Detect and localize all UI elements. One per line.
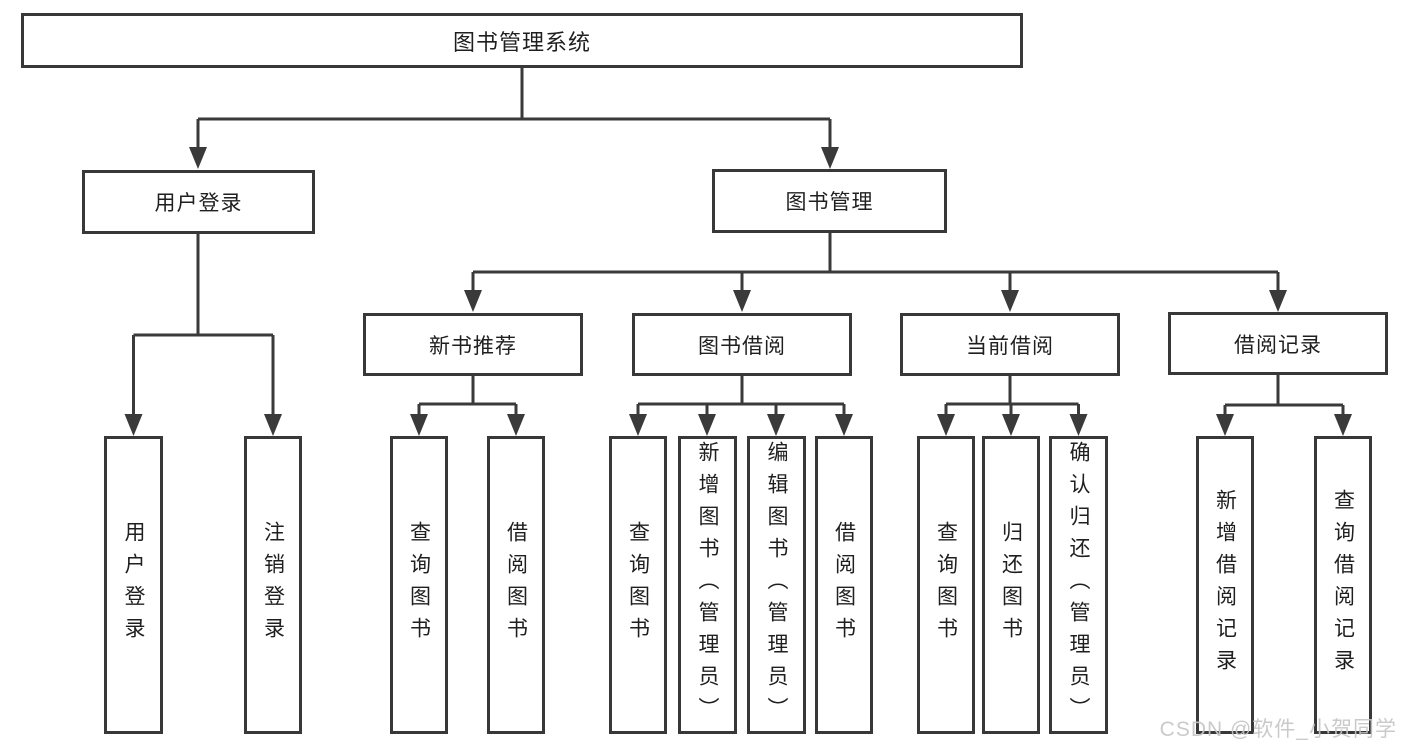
leaf-query-borrow-record: 查询借阅记录: [1314, 436, 1372, 734]
node-book-management: 图书管理: [712, 169, 947, 233]
node-label: 图书借阅: [698, 334, 786, 358]
node-label: 借阅图书: [504, 521, 528, 649]
leaf-confirm-return-admin: 确认归还（管理员）: [1049, 436, 1108, 734]
node-current-borrowing: 当前借阅: [900, 313, 1120, 376]
leaf-query-books: 查询图书: [917, 436, 975, 734]
node-label: 注销登录: [261, 521, 285, 649]
node-label: 用户登录: [154, 192, 243, 215]
arrowheads: [124, 147, 1352, 436]
leaf-borrow-books: 借阅图书: [815, 436, 873, 734]
leaf-edit-book-admin: 编辑图书（管理员）: [747, 436, 806, 734]
node-label: 借阅记录: [1234, 333, 1322, 357]
node-label: 新增图书（管理员）: [696, 441, 719, 729]
node-label: 图书管理: [785, 191, 874, 214]
node-borrowing-records: 借阅记录: [1168, 312, 1388, 375]
node-label: 新增借阅记录: [1213, 489, 1237, 681]
node-label: 查询图书: [407, 521, 431, 649]
node-label: 用户登录: [122, 521, 145, 649]
node-label: 借阅图书: [832, 521, 856, 649]
leaf-user-login: 用户登录: [104, 436, 163, 734]
node-label: 查询借阅记录: [1331, 489, 1355, 681]
node-label: 当前借阅: [966, 334, 1054, 358]
node-book-borrowing: 图书借阅: [632, 313, 852, 376]
node-label: 确认归还（管理员）: [1067, 441, 1090, 729]
leaf-add-book-admin: 新增图书（管理员）: [678, 436, 737, 734]
leaf-borrow-books: 借阅图书: [487, 436, 545, 734]
node-label: 图书管理系统: [452, 29, 591, 55]
leaf-add-borrow-record: 新增借阅记录: [1196, 436, 1254, 734]
node-library-system: 图书管理系统: [21, 13, 1023, 68]
leaf-query-books: 查询图书: [609, 436, 667, 734]
node-label: 查询图书: [934, 521, 958, 649]
leaf-query-books: 查询图书: [390, 436, 448, 734]
leaf-logout: 注销登录: [244, 436, 302, 734]
node-label: 新书推荐: [429, 334, 517, 358]
node-label: 编辑图书（管理员）: [765, 441, 788, 729]
node-new-book-recommend: 新书推荐: [363, 313, 583, 376]
node-label: 查询图书: [626, 521, 650, 649]
node-user-login: 用户登录: [82, 170, 315, 234]
leaf-return-books: 归还图书: [982, 436, 1040, 734]
csdn-watermark: CSDN @软件_小贺同学: [1159, 718, 1397, 741]
node-label: 归还图书: [999, 521, 1023, 649]
